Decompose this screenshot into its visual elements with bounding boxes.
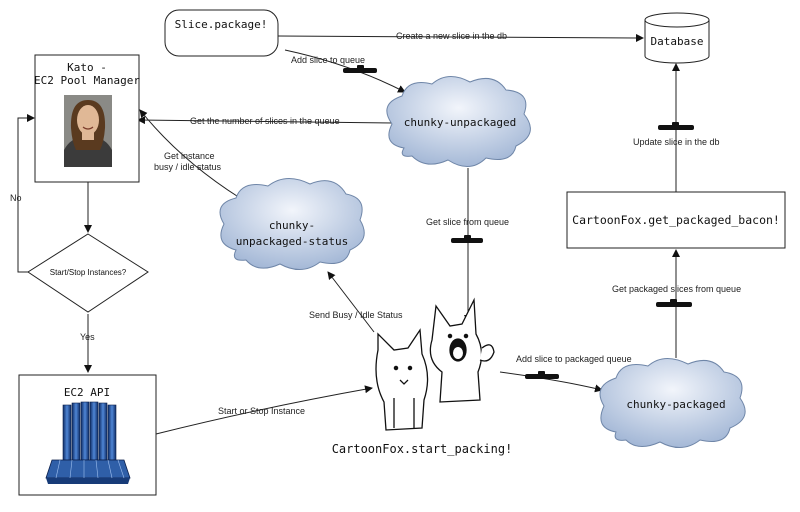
node-cartoonfox-start-packing[interactable]: CartoonFox.start_packing!	[332, 297, 513, 456]
node-chunky-unpackaged[interactable]: chunky-unpackaged	[386, 76, 531, 167]
label-add-packaged: Add slice to packaged queue	[516, 354, 632, 364]
label-get-instance-2: busy / idle status	[154, 162, 222, 172]
edge-get-number	[137, 116, 395, 125]
edge-create-slice	[277, 33, 644, 42]
node-slice-package[interactable]: Slice.package!	[164, 9, 279, 57]
node-get-packaged-bacon[interactable]: CartoonFox.get_packaged_bacon!	[566, 191, 786, 249]
edge-send-status	[327, 271, 375, 333]
label-get-from-queue: Get slice from queue	[426, 217, 509, 227]
portrait-photo-icon	[64, 95, 112, 167]
kato-title-line2: EC2 Pool Manager	[34, 74, 140, 87]
label-add-to-queue: Add slice to queue	[291, 55, 365, 65]
edge-labels: Create a new slice in the db Add slice t…	[10, 31, 741, 416]
message-mark	[343, 65, 377, 73]
node-chunky-unpackaged-status[interactable]: chunky- unpackaged-status	[219, 178, 365, 270]
label-create-slice: Create a new slice in the db	[396, 31, 507, 41]
node-ec2-api[interactable]: EC2 API	[18, 374, 157, 496]
decision-label: Start/Stop Instances?	[50, 268, 127, 277]
label-update-slice: Update slice in the db	[633, 137, 720, 147]
message-mark	[658, 122, 694, 130]
node-chunky-packaged[interactable]: chunky-packaged	[599, 358, 746, 448]
label-send-status: Send Busy / Idle Status	[309, 310, 403, 320]
chunky-unpackaged-label: chunky-unpackaged	[404, 116, 517, 129]
chunky-packaged-label: chunky-packaged	[626, 398, 725, 411]
edge-no-loop	[17, 114, 35, 273]
start-packing-label: CartoonFox.start_packing!	[332, 442, 513, 456]
get-packaged-bacon-label: CartoonFox.get_packaged_bacon!	[572, 213, 780, 227]
edge-start-stop	[155, 385, 373, 435]
status-label-line1: chunky-	[269, 219, 315, 232]
label-yes: Yes	[80, 332, 95, 342]
database-label: Database	[651, 35, 704, 48]
edge-add-to-queue	[284, 49, 406, 93]
message-mark	[451, 235, 483, 243]
ec2-api-label: EC2 API	[64, 386, 110, 399]
edge-get-instance-status	[139, 109, 241, 199]
label-get-number: Get the number of slices in the queue	[190, 116, 340, 126]
label-start-stop: Start or Stop Instance	[218, 406, 305, 416]
kato-title-line1: Kato -	[67, 61, 107, 74]
label-get-packaged: Get packaged slices from queue	[612, 284, 741, 294]
cartoon-fox-mascots-icon	[375, 297, 495, 431]
node-database[interactable]: Database	[644, 12, 710, 64]
slice-package-label: Slice.package!	[175, 18, 268, 31]
edge-add-packaged	[499, 371, 603, 393]
label-no: No	[10, 193, 22, 203]
server-cluster-icon	[45, 401, 131, 484]
node-start-stop-decision[interactable]: Start/Stop Instances?	[27, 233, 149, 313]
status-label-line2: unpackaged-status	[236, 235, 349, 248]
label-get-instance-1: Get instance	[164, 151, 215, 161]
message-mark	[656, 299, 692, 307]
message-mark	[525, 371, 559, 379]
node-kato-pool-manager[interactable]: Kato - EC2 Pool Manager	[34, 54, 140, 183]
